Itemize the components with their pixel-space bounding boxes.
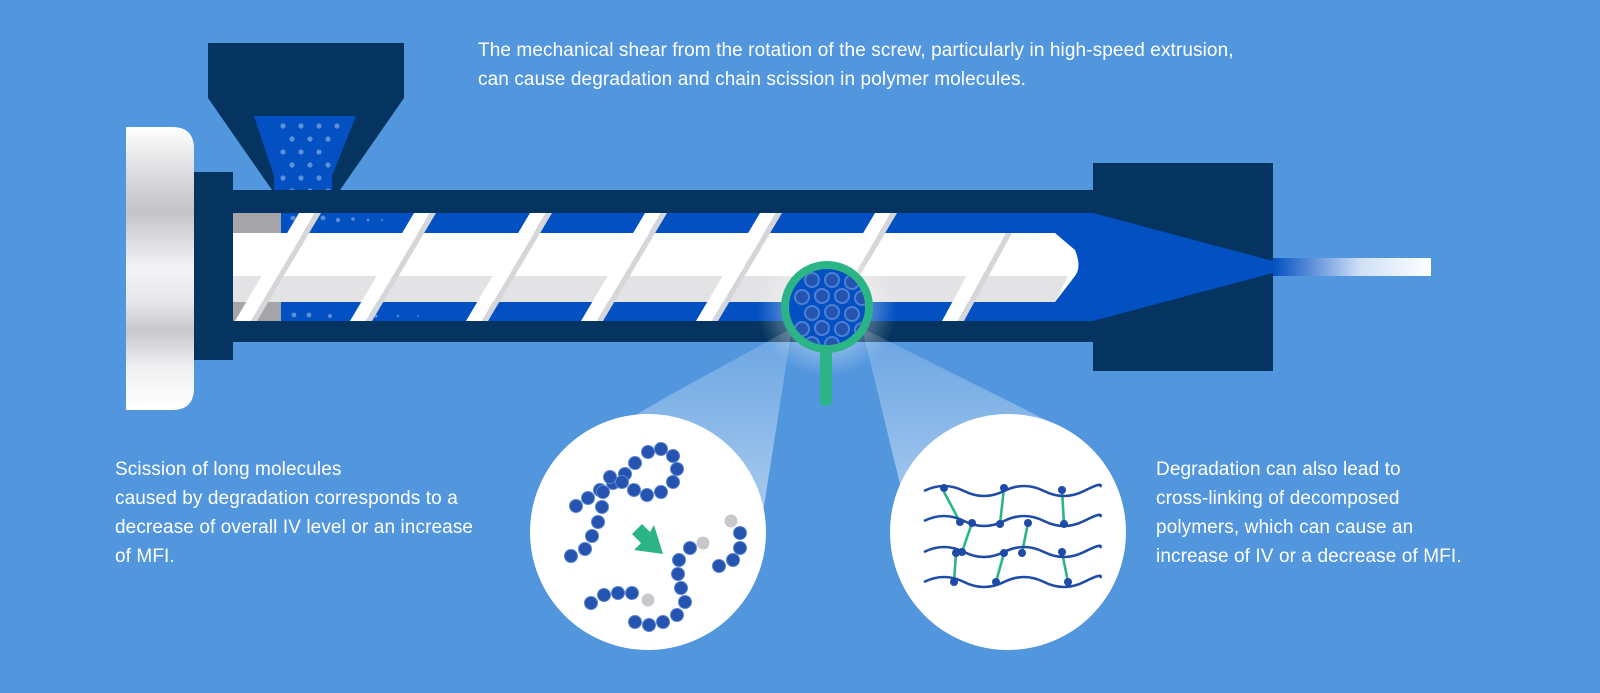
caption-crosslinking-line-4: increase of IV or a decrease of MFI. [1156, 546, 1462, 567]
caption-scission-line-4: of MFI. [115, 546, 175, 567]
caption-scission-line-1: Scission of long molecules [115, 459, 342, 480]
extrudate-strand [1273, 258, 1431, 276]
caption-scission-line-2: caused by degradation corresponds to a [115, 488, 458, 509]
caption-crosslinking-line-3: polymers, which can cause an [1156, 517, 1414, 538]
caption-crosslinking-line-1: Degradation can also lead to [1156, 459, 1401, 480]
caption-scission: Scission of long molecules caused by deg… [115, 455, 473, 571]
caption-shear: The mechanical shear from the rotation o… [478, 36, 1234, 94]
caption-scission-line-3: decrease of overall IV level or an incre… [115, 517, 474, 538]
caption-shear-line-1: The mechanical shear from the rotation o… [478, 40, 1234, 61]
caption-crosslinking: Degradation can also lead to cross-linki… [1156, 455, 1462, 571]
zoom-circle-crosslinking [890, 414, 1126, 650]
caption-crosslinking-line-2: cross-linking of decomposed [1156, 488, 1400, 509]
arrow-down-right-icon [632, 524, 663, 554]
magnifier-icon [781, 261, 873, 406]
caption-shear-line-2: can cause degradation and chain scission… [478, 69, 1027, 90]
end-plate [126, 127, 194, 410]
